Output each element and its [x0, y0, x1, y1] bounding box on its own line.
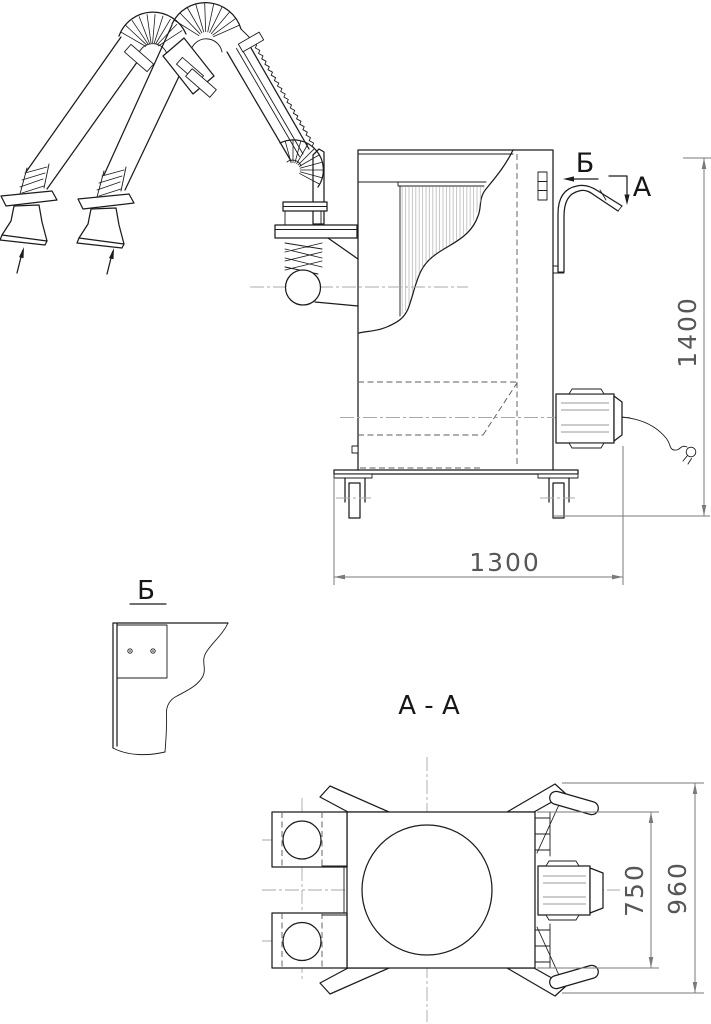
break-line — [164, 622, 229, 753]
motor-top-view — [537, 860, 604, 921]
arm-clamp — [123, 31, 265, 98]
inlet-box-lower — [271, 912, 348, 969]
motor-body — [555, 393, 615, 444]
detail-view-b: Б — [112, 576, 229, 756]
arm-tube-front — [25, 36, 141, 190]
drain-plug — [351, 445, 359, 454]
elbow-lower-ribs — [284, 140, 323, 185]
handle-hook — [549, 964, 599, 990]
dimension-1400: 1400 — [554, 157, 711, 517]
cutaway-break-line — [358, 149, 514, 334]
flex-hose-coil — [284, 242, 323, 275]
motor-ribs — [561, 402, 609, 433]
view-b-marker: Б — [563, 148, 599, 182]
dimension-arrow-icon — [701, 158, 707, 169]
motor-ribs — [543, 875, 586, 905]
airflow-arrowhead-icon — [19, 247, 24, 259]
elbow-lower-outer — [279, 139, 325, 188]
elbow-left-ribs — [120, 14, 183, 47]
dimension-arrow-icon — [648, 812, 654, 823]
dimension-arrow-icon — [692, 783, 698, 794]
dimension-960-text: 960 — [663, 861, 692, 915]
filter-element — [400, 187, 484, 316]
section-aa-title: А - А — [398, 691, 460, 721]
elbow-top-ribs — [174, 2, 240, 38]
motor-body — [537, 865, 591, 916]
view-b-label: Б — [576, 148, 595, 179]
main-side-view — [0, 2, 697, 519]
arm-mount-and-inlet — [274, 148, 359, 307]
spring-balancer-teeth — [248, 36, 315, 147]
motor-end-cap — [589, 867, 604, 914]
handle-hook — [549, 790, 599, 816]
dimension-arrow-icon — [701, 505, 707, 516]
caster-wheel — [348, 482, 361, 519]
handle — [552, 184, 623, 274]
hidden-hopper-lines — [358, 154, 518, 469]
motor-mount-rails — [534, 811, 551, 969]
power-cable — [621, 416, 688, 451]
dimension-960: 960 — [562, 782, 704, 994]
dimension-1300: 1300 — [333, 446, 624, 585]
dimension-1400-text: 1400 — [673, 296, 702, 368]
inlet-box-upper — [271, 811, 348, 868]
airflow-arrow-left — [16, 247, 24, 274]
airflow-arrow-right — [106, 248, 114, 275]
dimension-arrow-icon — [648, 957, 654, 968]
caster-left — [333, 473, 373, 519]
view-direction-arrow-icon — [563, 176, 574, 182]
inlet-transition — [314, 237, 359, 307]
section-a-label: А — [633, 172, 652, 203]
mount-collar — [274, 224, 358, 239]
elbow-left-outer — [118, 11, 187, 37]
dimension-arrow-icon — [612, 574, 623, 580]
dimension-750: 750 — [537, 811, 659, 969]
hinge-block — [537, 171, 548, 201]
dimension-arrow-icon — [692, 982, 698, 993]
detail-b-plate — [116, 624, 168, 679]
view-markers: Б А — [563, 148, 652, 205]
detail-b-title: Б — [137, 576, 155, 606]
motor-end-cap — [613, 395, 623, 442]
caster-right — [537, 473, 579, 519]
section-a-marker: А — [608, 172, 652, 205]
inlet-circle — [282, 921, 322, 962]
dimension-arrow-icon — [334, 574, 345, 580]
section-view-aa: А - А — [262, 691, 704, 1022]
caster-wheel — [552, 482, 565, 519]
inlet-duct-circle — [284, 269, 322, 306]
inlet-circle — [282, 820, 322, 860]
dimension-1300-text: 1300 — [469, 548, 541, 577]
base-frame — [333, 469, 579, 475]
cabinet-body — [250, 149, 632, 471]
power-plug-icon — [682, 446, 697, 465]
fan-housing-circle — [361, 824, 493, 956]
housing-top-view — [346, 811, 536, 969]
airflow-arrowhead-icon — [109, 248, 114, 260]
motor-side-view — [555, 388, 623, 449]
section-cut-arrow-icon — [624, 194, 630, 205]
dimension-750-text: 750 — [620, 863, 649, 917]
extraction-arms — [0, 2, 325, 275]
